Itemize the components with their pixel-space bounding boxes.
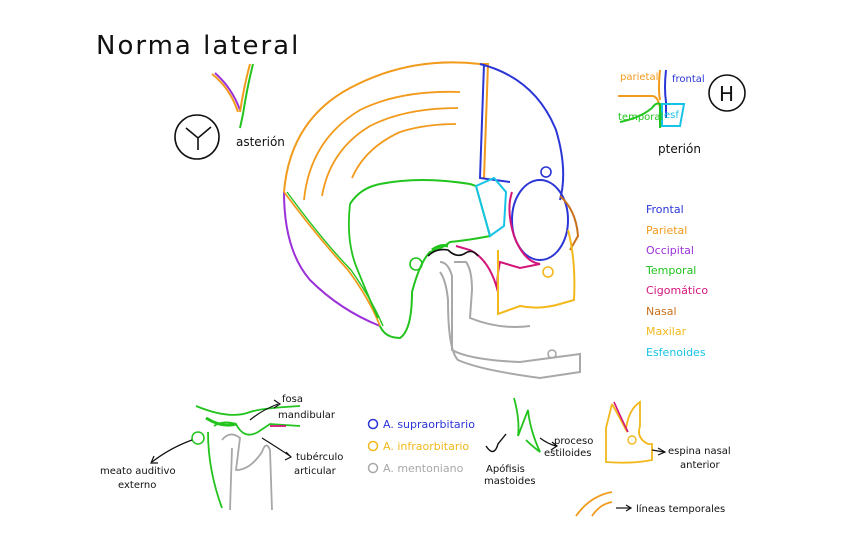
bone-legend: Frontal Parietal Occipital Temporal Cigo… [645, 203, 708, 359]
temporal-lines-legend: líneas temporales [575, 491, 725, 517]
nasal-spine-detail: espina nasal anterior [605, 400, 731, 471]
pterion-frontal-label: frontal [672, 74, 705, 85]
foramina-legend: A. supraorbitario A. infraorbitario A. m… [367, 418, 475, 475]
mastoides-label: mastoides [484, 476, 536, 487]
pterion-label: pterión [658, 142, 701, 156]
fosa-label: fosa [282, 394, 303, 405]
foramen-dot-infraorbitario [367, 440, 379, 452]
asterion-y-icon [185, 126, 212, 150]
external-acoustic-meatus [409, 257, 423, 271]
asterion-circle [174, 114, 220, 160]
pterion-detail: parietal frontal temporal esf H pterión [618, 69, 746, 156]
foramen-dot-supraorbitario [367, 418, 379, 430]
apofisis-label: Apófisis [486, 463, 525, 475]
infraorbital-foramen [542, 266, 554, 278]
legend-item-frontal: Frontal [646, 203, 684, 216]
meato-label-1: meato auditivo [100, 466, 176, 477]
page-title: Norma lateral [96, 31, 300, 61]
proceso-label: proceso [554, 436, 593, 447]
supraorbital-foramen [540, 166, 552, 178]
orbit [511, 179, 569, 261]
skull-main [283, 61, 581, 380]
lineas-label: líneas temporales [636, 503, 725, 515]
espina-label: espina nasal [668, 446, 731, 457]
legend-item-parietal: Parietal [646, 224, 687, 237]
legend-item-maxilar: Maxilar [646, 325, 687, 338]
asterion-label: asterión [236, 135, 285, 149]
legend-item-nasal: Nasal [646, 305, 677, 318]
pterion-h-icon: H [719, 82, 734, 106]
mental-foramen [547, 349, 557, 359]
mandibular-label: mandibular [278, 410, 336, 421]
legend-item-occipital: Occipital [646, 244, 694, 257]
mastoid-styloid-detail: proceso estiloides Apófisis mastoides [484, 397, 593, 487]
tuberculo-label: tubérculo [296, 451, 343, 463]
pterion-temporal-label: temporal [618, 112, 663, 123]
meato-label-2: externo [118, 480, 156, 491]
legend-item-esfenoides: Esfenoides [646, 346, 706, 359]
tmj-detail: fosa mandibular tubérculo articular meat… [100, 394, 343, 511]
legend-item-cigomatico: Cigomático [646, 284, 708, 297]
asterion-detail: asterión [174, 63, 285, 160]
pterion-parietal-label: parietal [620, 72, 658, 83]
foramen-mentoniano-label: A. mentoniano [383, 462, 464, 475]
pterion-esf-label: esf [664, 110, 679, 121]
articular-label: articular [294, 466, 337, 477]
legend-item-temporal: Temporal [645, 264, 696, 277]
estiloides-label: estiloides [544, 448, 591, 459]
foramen-supraorbitario-label: A. supraorbitario [383, 418, 475, 431]
pterion-circle [708, 74, 746, 112]
foramen-infraorbitario-label: A. infraorbitario [383, 440, 469, 453]
foramen-dot-mentoniano [367, 462, 379, 474]
anterior-label: anterior [680, 460, 721, 471]
